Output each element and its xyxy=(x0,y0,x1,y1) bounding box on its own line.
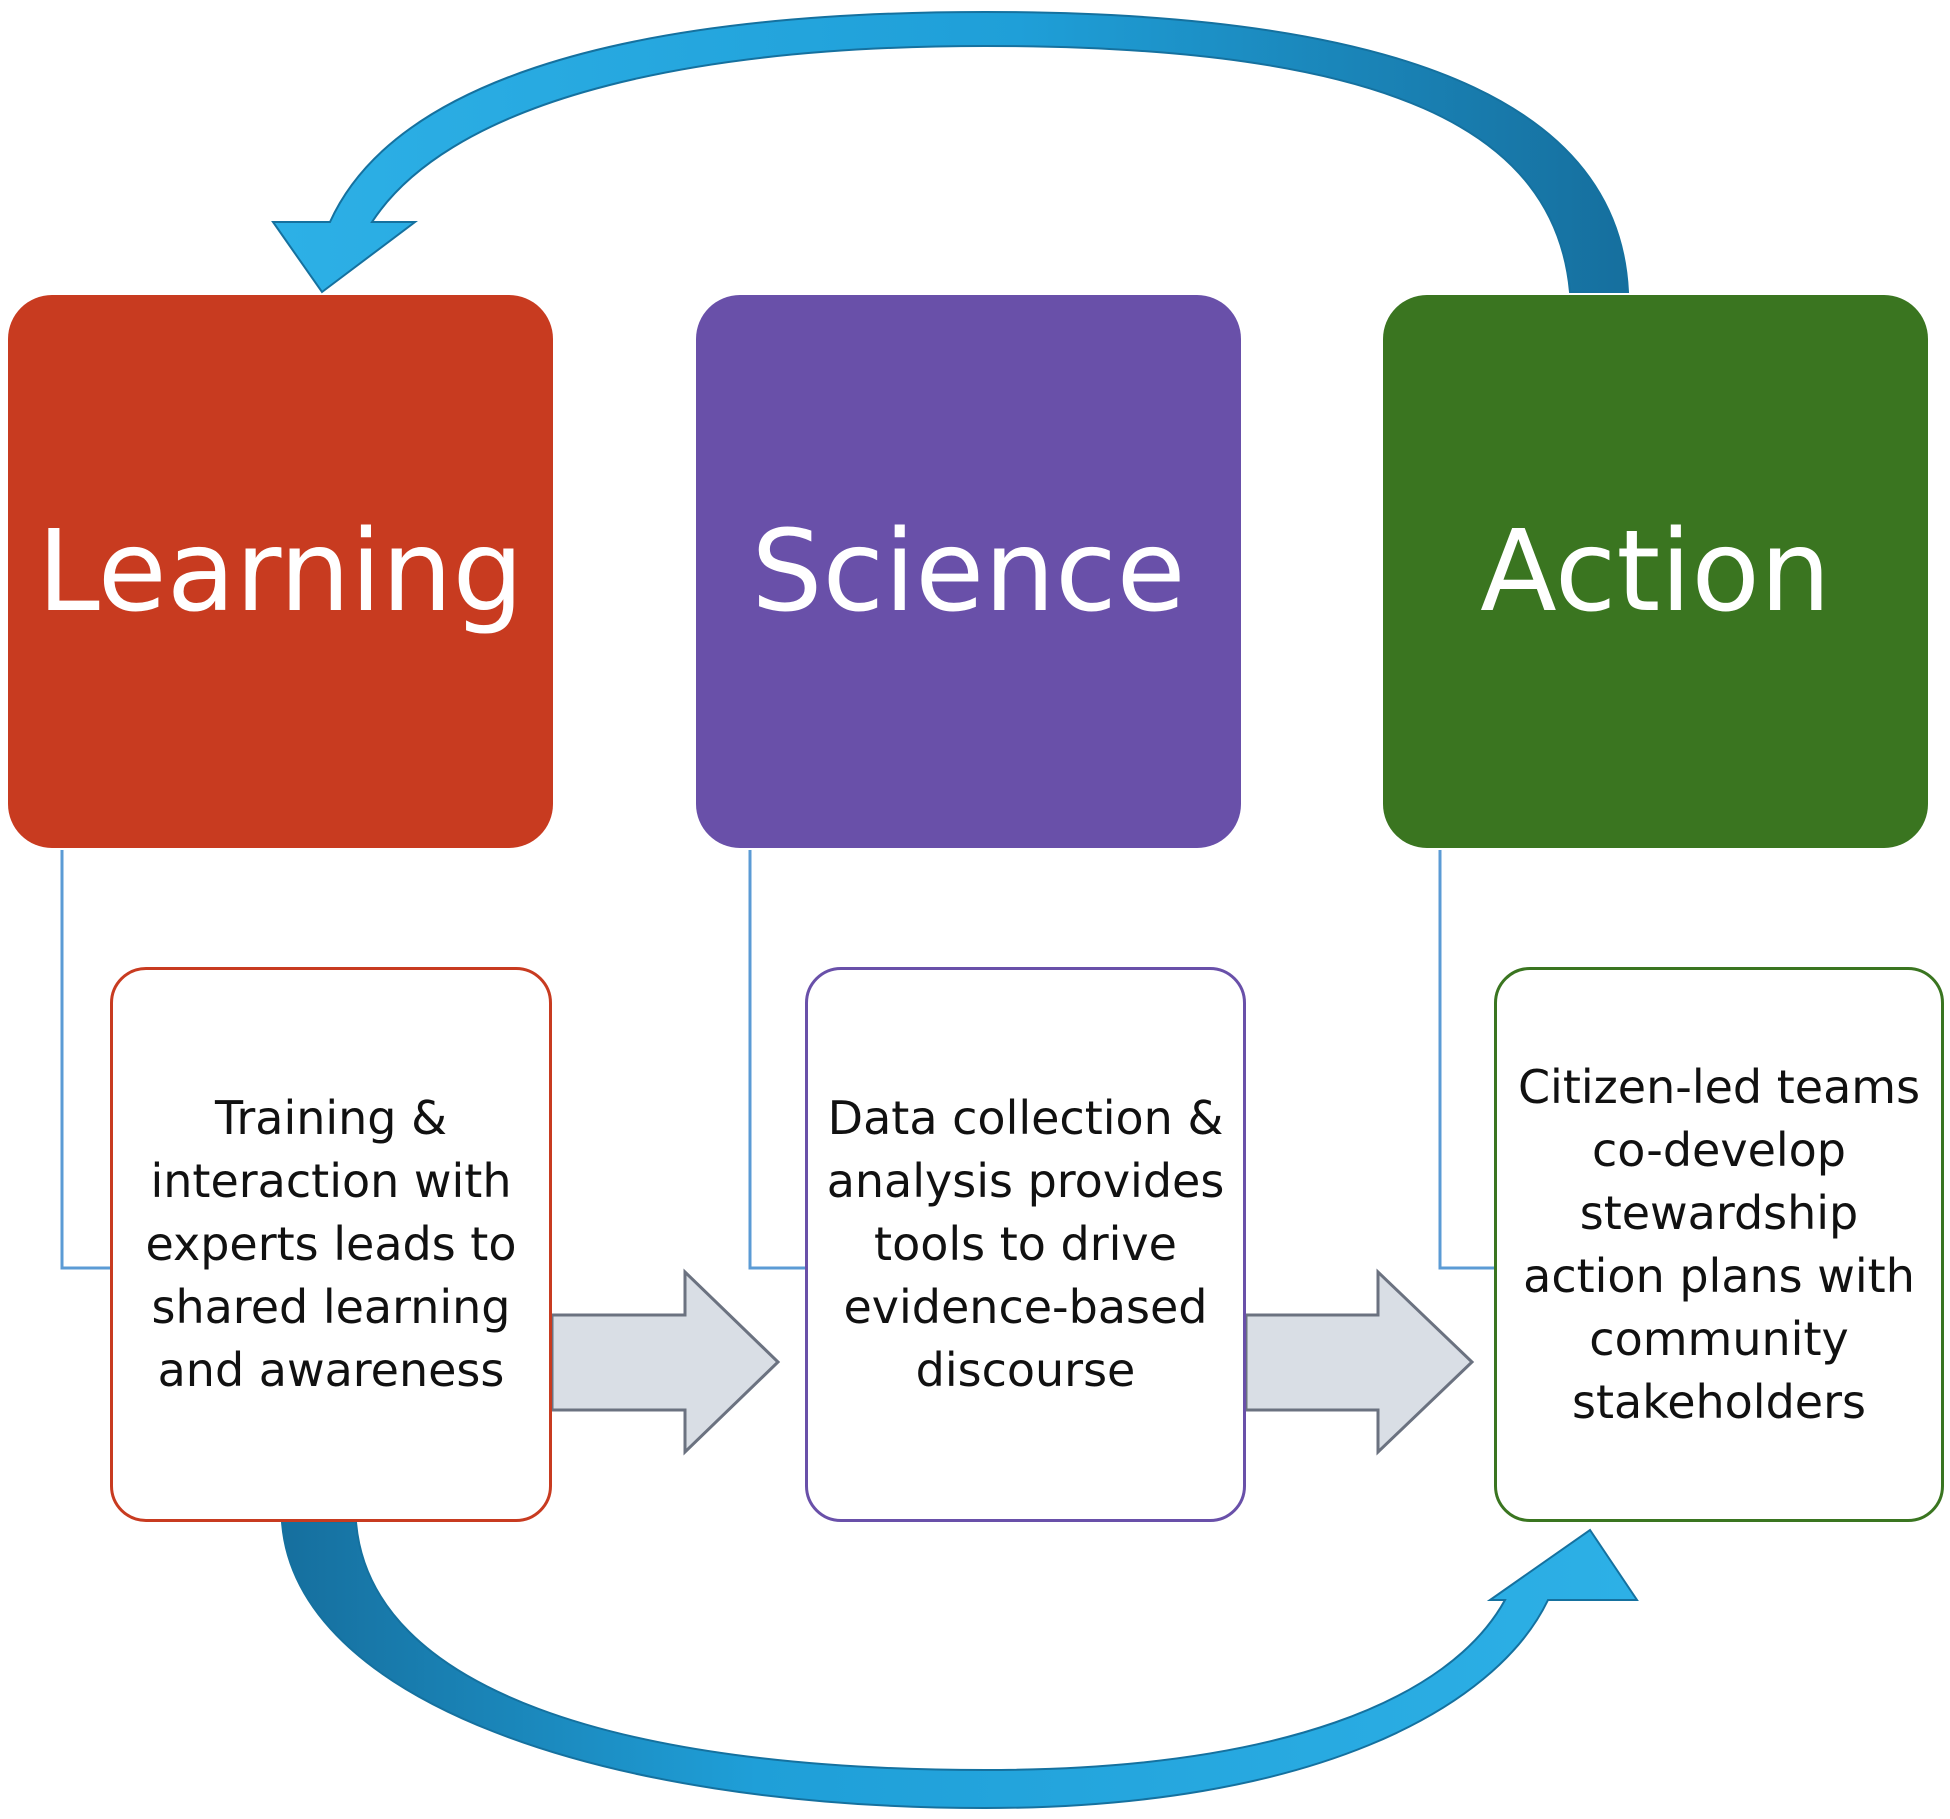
connector-learning xyxy=(60,850,110,1270)
detail-line: evidence-based xyxy=(843,1280,1208,1334)
connector-action xyxy=(1438,850,1494,1270)
stage-learning-box: Learning xyxy=(8,295,553,848)
detail-line: discourse xyxy=(915,1343,1136,1397)
detail-line: stakeholders xyxy=(1572,1374,1866,1429)
detail-learning-text: Training & interaction with experts lead… xyxy=(146,1087,517,1402)
cycle-arrow-bottom xyxy=(280,1521,1639,1810)
stage-action-title: Action xyxy=(1480,506,1831,637)
stage-action-box: Action xyxy=(1383,295,1928,848)
detail-line: shared learning xyxy=(151,1280,511,1334)
detail-line: experts leads to xyxy=(145,1217,517,1271)
detail-line: interaction with xyxy=(150,1154,512,1208)
detail-line: stewardship xyxy=(1579,1185,1859,1240)
detail-line: community xyxy=(1589,1311,1849,1366)
detail-action-text: Citizen-led teams co-develop stewardship… xyxy=(1518,1056,1920,1434)
detail-line: co-develop xyxy=(1591,1122,1847,1177)
detail-learning-box: Training & interaction with experts lead… xyxy=(110,967,552,1522)
detail-line: Citizen-led teams xyxy=(1517,1059,1921,1114)
detail-action-box: Citizen-led teams co-develop stewardship… xyxy=(1494,967,1944,1522)
detail-line: tools to drive xyxy=(874,1217,1177,1271)
detail-line: Training & xyxy=(215,1091,447,1145)
detail-science-box: Data collection & analysis provides tool… xyxy=(805,967,1246,1522)
stage-science-title: Science xyxy=(751,506,1186,637)
flow-arrow-science-action xyxy=(1244,1268,1475,1456)
stage-science-box: Science xyxy=(696,295,1241,848)
flow-arrow-learning-science xyxy=(550,1268,781,1456)
detail-science-text: Data collection & analysis provides tool… xyxy=(827,1087,1225,1402)
connector-science xyxy=(748,850,805,1270)
detail-line: analysis provides xyxy=(826,1154,1225,1208)
stage-learning-title: Learning xyxy=(37,506,524,637)
detail-line: Data collection & xyxy=(827,1091,1224,1145)
detail-line: and awareness xyxy=(157,1343,505,1397)
cycle-arrow-top xyxy=(271,10,1630,294)
detail-line: action plans with xyxy=(1523,1248,1915,1303)
